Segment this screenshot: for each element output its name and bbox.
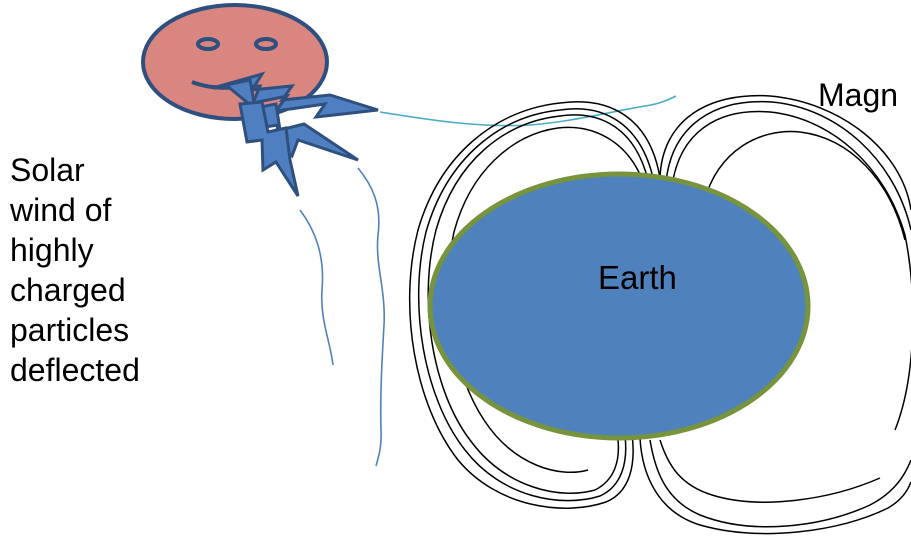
earth-label: Earth bbox=[598, 258, 677, 298]
solar-wind-line-3: highly bbox=[10, 230, 140, 270]
solar-wind-line-6: deflected bbox=[10, 350, 140, 390]
solar-wind-label: Solar wind of highly charged particles d… bbox=[10, 150, 140, 390]
earth-ellipse bbox=[430, 174, 808, 438]
solar-wind-line-1: Solar bbox=[10, 150, 140, 190]
magnetosphere-label: Magn bbox=[818, 75, 898, 115]
solar-wind-line-4: charged bbox=[10, 270, 140, 310]
wind-path-lower bbox=[358, 168, 384, 466]
wind-path-left bbox=[300, 210, 333, 365]
solar-wind-line-2: wind of bbox=[10, 190, 140, 230]
solar-wind-line-5: particles bbox=[10, 310, 140, 350]
